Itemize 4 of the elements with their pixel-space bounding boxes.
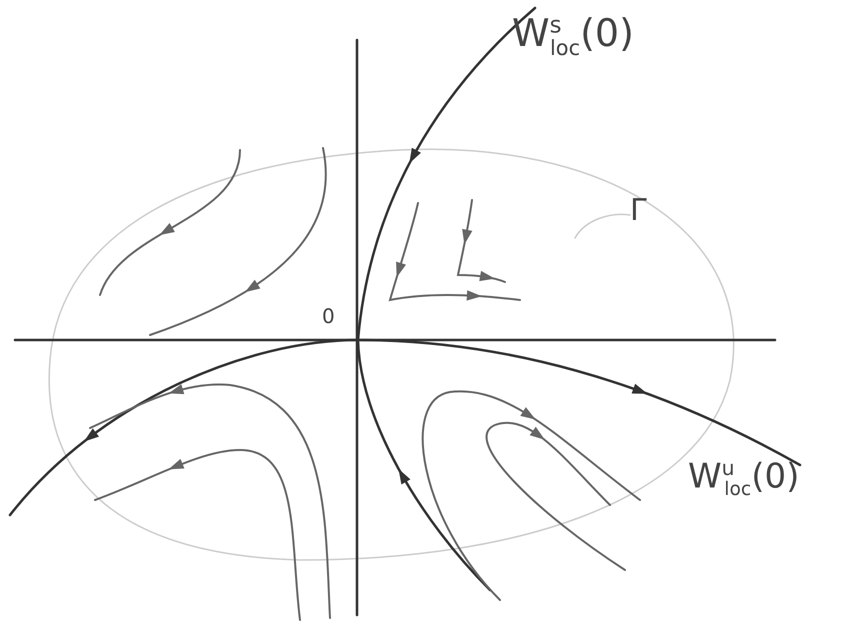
origin-label: 0: [322, 306, 335, 326]
manifold-label: W$^{u}$$_{loc}$(0): [688, 458, 800, 500]
curve-label: Γ: [630, 196, 647, 226]
manifold-label: W$^{s}$$_{loc}$(0): [512, 14, 634, 58]
